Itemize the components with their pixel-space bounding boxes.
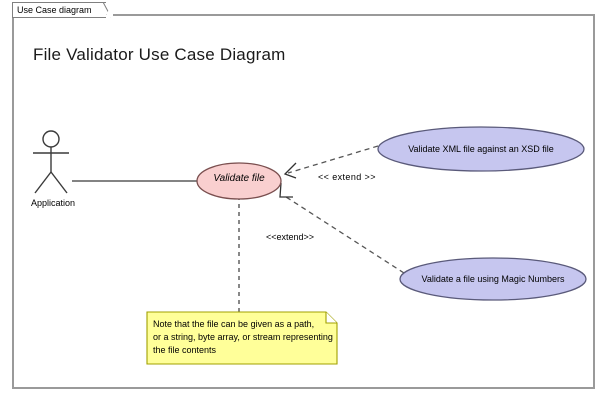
actor-label-application: Application (30, 198, 76, 208)
extend-line-magic[interactable] (282, 194, 405, 274)
extend-arrowhead-xsd (283, 162, 297, 179)
page-title: File Validator Use Case Diagram (33, 45, 286, 64)
use-case-validate-magic-numbers[interactable] (399, 257, 587, 301)
note-box[interactable]: Note that the file can be given as a pat… (147, 312, 337, 364)
note-shape[interactable] (146, 311, 338, 365)
use-case-validate-xml-xsd[interactable] (377, 126, 585, 172)
extend-line-xsd[interactable] (287, 145, 379, 174)
stereotype-label-extend-xsd: << extend >> (318, 172, 376, 182)
extend-arrowhead-magic (279, 182, 293, 198)
tab-slant-edge (102, 2, 114, 18)
use-case-validate-file[interactable] (196, 162, 282, 200)
stereotype-label-extend-magic: <<extend>> (266, 232, 315, 242)
tab-use-case-diagram[interactable]: Use Case diagram (12, 2, 113, 18)
use-case-label-validate-file: Validate file (213, 173, 265, 184)
use-case-label-validate-magic-numbers: Validate a file using Magic Numbers (421, 274, 565, 284)
note-text: Note that the file can be given as a pat… (153, 319, 333, 355)
actor-application-icon[interactable] (33, 130, 69, 194)
use-case-label-validate-xml-xsd: Validate XML file against an XSD file (408, 144, 554, 154)
tab-label: Use Case diagram (17, 5, 92, 15)
